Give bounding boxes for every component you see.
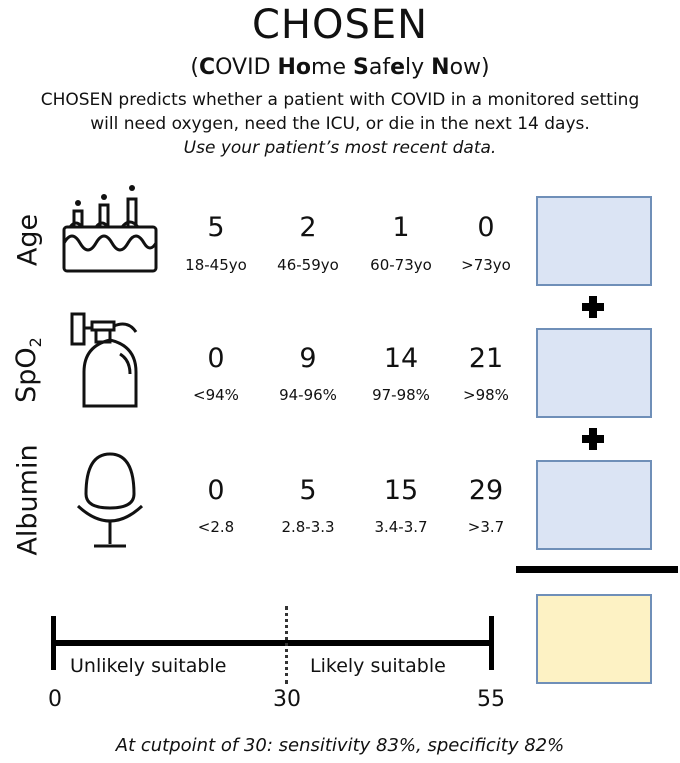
subtitle-part: S: [353, 55, 369, 80]
subtitle-part: N: [431, 55, 450, 80]
plus-icon: [582, 296, 604, 318]
scale-line: [53, 640, 493, 646]
age-points-1: 5: [207, 212, 225, 243]
subtitle-part: C: [198, 55, 216, 80]
albumin-points-4: 29: [468, 475, 504, 506]
description-line-2: will need oxygen, need the ICU, or die i…: [90, 114, 590, 134]
scale-tick-max: [489, 616, 494, 670]
subtitle-part: ow): [449, 55, 490, 80]
spo2-range-3: 97-98%: [372, 386, 430, 404]
albumin-points-2: 5: [299, 475, 317, 506]
description-line-1: CHOSEN predicts whether a patient with C…: [40, 90, 640, 110]
age-points-2: 2: [299, 212, 317, 243]
performance-footer: At cutpoint of 30: sensitivity 83%, spec…: [115, 735, 565, 756]
age-range-2: 46-59yo: [277, 256, 339, 274]
spo2-range-1: <94%: [193, 386, 239, 404]
albumin-range-1: <2.8: [197, 518, 235, 536]
subtitle-part: ly: [405, 55, 432, 80]
subtitle-part: e: [390, 55, 406, 80]
scale-min-label: 0: [48, 687, 62, 712]
page-title: CHOSEN: [251, 2, 429, 48]
oxygen-tank-icon: [70, 312, 138, 408]
age-points-3: 1: [392, 212, 410, 243]
spo2-score-box[interactable]: [536, 328, 652, 418]
description: CHOSEN predicts whether a patient with C…: [0, 88, 680, 160]
total-score-box[interactable]: [536, 594, 652, 684]
scale-tick-min: [51, 616, 56, 670]
spo2-points-1: 0: [207, 343, 225, 374]
likely-suitable-label: Likely suitable: [310, 655, 446, 677]
age-points-4: 0: [477, 212, 495, 243]
spo2-range-4: >98%: [463, 386, 509, 404]
birthday-cake-icon: [62, 185, 158, 273]
spo2-points-3: 14: [383, 343, 419, 374]
subtitle-part: (: [190, 55, 199, 80]
albumin-range-4: >3.7: [467, 518, 505, 536]
spo2-points-4: 21: [468, 343, 504, 374]
row-label-age: Age: [12, 213, 44, 267]
age-range-1: 18-45yo: [185, 256, 247, 274]
subtitle-part: Ho: [277, 55, 312, 80]
scale-cutpoint-label: 30: [273, 687, 301, 712]
age-range-4: >73yo: [461, 256, 511, 274]
spo2-points-2: 9: [299, 343, 317, 374]
subtitle-part: af: [368, 55, 391, 80]
plus-icon: [582, 428, 604, 450]
albumin-score-box[interactable]: [536, 460, 652, 550]
description-line-3: Use your patient’s most recent data.: [183, 138, 497, 158]
age-score-box[interactable]: [536, 196, 652, 286]
scale-max-label: 55: [477, 687, 505, 712]
sum-line: [516, 566, 678, 573]
cutpoint-marker: [285, 606, 288, 684]
age-range-3: 60-73yo: [370, 256, 432, 274]
row-label-spo2: SpO2: [10, 337, 46, 403]
albumin-points-3: 15: [383, 475, 419, 506]
albumin-range-3: 3.4-3.7: [374, 518, 428, 536]
subtitle-part: OVID: [215, 55, 278, 80]
row-label-albumin: Albumin: [12, 444, 44, 556]
subtitle: (COVID Home Safely Now): [0, 55, 680, 80]
albumin-range-2: 2.8-3.3: [281, 518, 335, 536]
subtitle-part: me: [311, 55, 354, 80]
albumin-points-1: 0: [207, 475, 225, 506]
egg-cup-icon: [76, 452, 144, 548]
spo2-range-2: 94-96%: [279, 386, 337, 404]
unlikely-suitable-label: Unlikely suitable: [70, 655, 227, 677]
